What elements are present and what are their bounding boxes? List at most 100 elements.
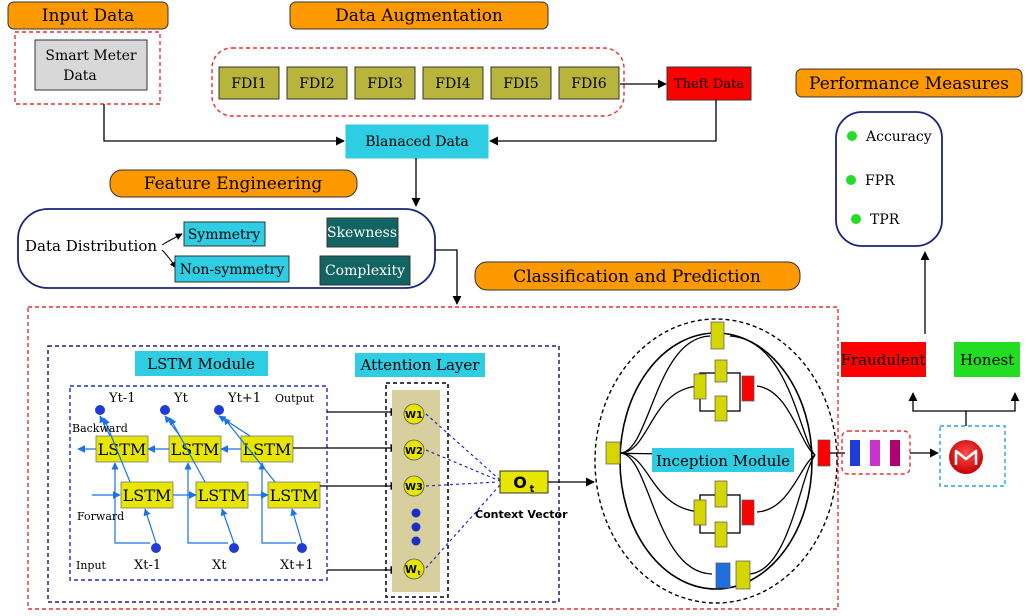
backward-label: Backward xyxy=(72,422,128,435)
arrow-to-symmetry xyxy=(161,233,183,246)
output-node xyxy=(95,405,105,415)
output-arrow xyxy=(169,417,206,483)
metric-bullet xyxy=(846,175,856,185)
metric-bullet xyxy=(851,214,861,224)
lstm-cell-forward: LSTM xyxy=(267,481,321,509)
lstm-cell-backward: LSTM xyxy=(240,435,294,463)
lstm-cell-backward: LSTM xyxy=(168,435,222,463)
svg-text:LSTM: LSTM xyxy=(198,486,247,505)
svg-text:Data Augmentation: Data Augmentation xyxy=(335,6,503,26)
input-arrow xyxy=(290,508,303,544)
fdi-box: FDI3 xyxy=(354,66,416,100)
input-dashed-border xyxy=(14,31,161,105)
svg-text:O: O xyxy=(513,473,527,492)
fdi-label: FDI2 xyxy=(299,76,334,92)
attention-layer-label: Attention Layer xyxy=(355,353,485,377)
header-performance-measures: Performance Measures xyxy=(795,68,1023,98)
svg-text:Attention Layer: Attention Layer xyxy=(360,356,481,374)
fdi-label: FDI5 xyxy=(503,76,538,92)
svg-text:W: W xyxy=(405,563,417,576)
forward-label: Forward xyxy=(77,510,124,523)
lstm-inner-border xyxy=(69,385,328,581)
fdi-box: FDI2 xyxy=(286,66,348,100)
lstm-cell-backward: LSTM xyxy=(95,435,149,463)
weight-node: W2 xyxy=(403,439,425,461)
inception-blocks xyxy=(693,321,755,590)
svg-text:LSTM: LSTM xyxy=(171,440,220,459)
fdi-box: FDI1 xyxy=(218,66,280,100)
svg-text:Theft Data: Theft Data xyxy=(674,77,744,92)
theft-data-box: Theft Data xyxy=(666,66,752,101)
attention-to-ot-lines xyxy=(425,413,501,569)
svg-text:t: t xyxy=(418,570,421,577)
fdi-box: FDI5 xyxy=(490,66,552,100)
arrow-feature-to-classification xyxy=(435,249,462,305)
output-node xyxy=(214,405,224,415)
metric-bullet xyxy=(847,131,857,141)
metric-label: TPR xyxy=(870,212,900,228)
svg-text:Blanaced Data: Blanaced Data xyxy=(365,134,469,150)
output-node-label: Yt xyxy=(173,391,189,406)
fraudulent-box: Fraudulent xyxy=(841,342,926,377)
input-node xyxy=(229,543,239,553)
performance-box xyxy=(835,111,943,247)
weight-node: W1 xyxy=(403,403,425,425)
input-node xyxy=(297,543,307,553)
output-arrow xyxy=(99,415,111,437)
output-node-label: Yt+1 xyxy=(227,391,261,406)
data-distribution-label: Data Distribution xyxy=(25,237,157,255)
svg-text:Classification and Prediction: Classification and Prediction xyxy=(513,267,761,287)
fdi-label: FDI6 xyxy=(571,76,606,92)
svg-text:LSTM: LSTM xyxy=(98,440,147,459)
balanced-data-box: Blanaced Data xyxy=(345,124,489,159)
svg-text:LSTM Module: LSTM Module xyxy=(147,355,255,373)
svg-text:W3: W3 xyxy=(405,482,423,493)
classifier-border xyxy=(939,425,1006,487)
header-input-data: Input Data xyxy=(7,1,169,30)
dense-block xyxy=(850,440,860,466)
lstm-cell-forward: LSTM xyxy=(195,481,249,509)
svg-text:W1: W1 xyxy=(405,410,423,421)
context-vector-label: Context Vector xyxy=(475,508,568,521)
fdi-box: FDI6 xyxy=(558,66,620,100)
augmentation-dashed-border xyxy=(211,47,625,117)
header-data-augmentation: Data Augmentation xyxy=(289,1,549,30)
fdi-group: FDI1 FDI2 FDI3 FDI4 FDI5 FDI6 xyxy=(218,66,620,100)
svg-text:Symmetry: Symmetry xyxy=(188,227,261,243)
lstm-cell-forward: LSTM xyxy=(120,481,174,509)
output-arrow xyxy=(103,417,131,483)
output-label: Output xyxy=(275,392,315,405)
metric-item: Accuracy xyxy=(847,129,932,145)
svg-text:Feature Engineering: Feature Engineering xyxy=(144,174,323,194)
svg-text:Non-symmetry: Non-symmetry xyxy=(180,262,285,278)
skewness-box: Skewness xyxy=(326,217,399,248)
complexity-box: Complexity xyxy=(319,255,411,286)
weight-node: W3 xyxy=(403,475,425,497)
inception-output-block xyxy=(817,439,831,467)
dense-block xyxy=(870,440,880,466)
output-arrow xyxy=(223,417,276,483)
svg-text:Input Data: Input Data xyxy=(42,6,134,26)
smart-meter-box: Smart Meter Data xyxy=(34,39,148,91)
input-node-label: Xt+1 xyxy=(280,558,314,573)
non-symmetry-box: Non-symmetry xyxy=(174,255,290,283)
lstm-module-label: LSTM Module xyxy=(135,351,268,376)
fdi-label: FDI4 xyxy=(435,76,470,92)
metric-item: FPR xyxy=(846,173,895,189)
svg-text:Smart Meter: Smart Meter xyxy=(45,48,137,64)
fdi-label: FDI3 xyxy=(367,76,402,92)
ellipsis-dot xyxy=(411,508,421,518)
svg-text:Honest: Honest xyxy=(960,351,1014,369)
input-node-label: Xt xyxy=(212,558,227,573)
svg-text:Inception Module: Inception Module xyxy=(656,452,790,470)
input-arrow xyxy=(184,462,228,544)
metric-label: FPR xyxy=(865,173,895,189)
metric-item: TPR xyxy=(851,212,900,228)
inception-module-label: Inception Module xyxy=(652,448,794,472)
honest-box: Honest xyxy=(954,342,1020,377)
svg-text:Fraudulent: Fraudulent xyxy=(841,351,926,369)
svg-text:LSTM: LSTM xyxy=(270,486,319,505)
inception-input-block xyxy=(605,441,621,465)
